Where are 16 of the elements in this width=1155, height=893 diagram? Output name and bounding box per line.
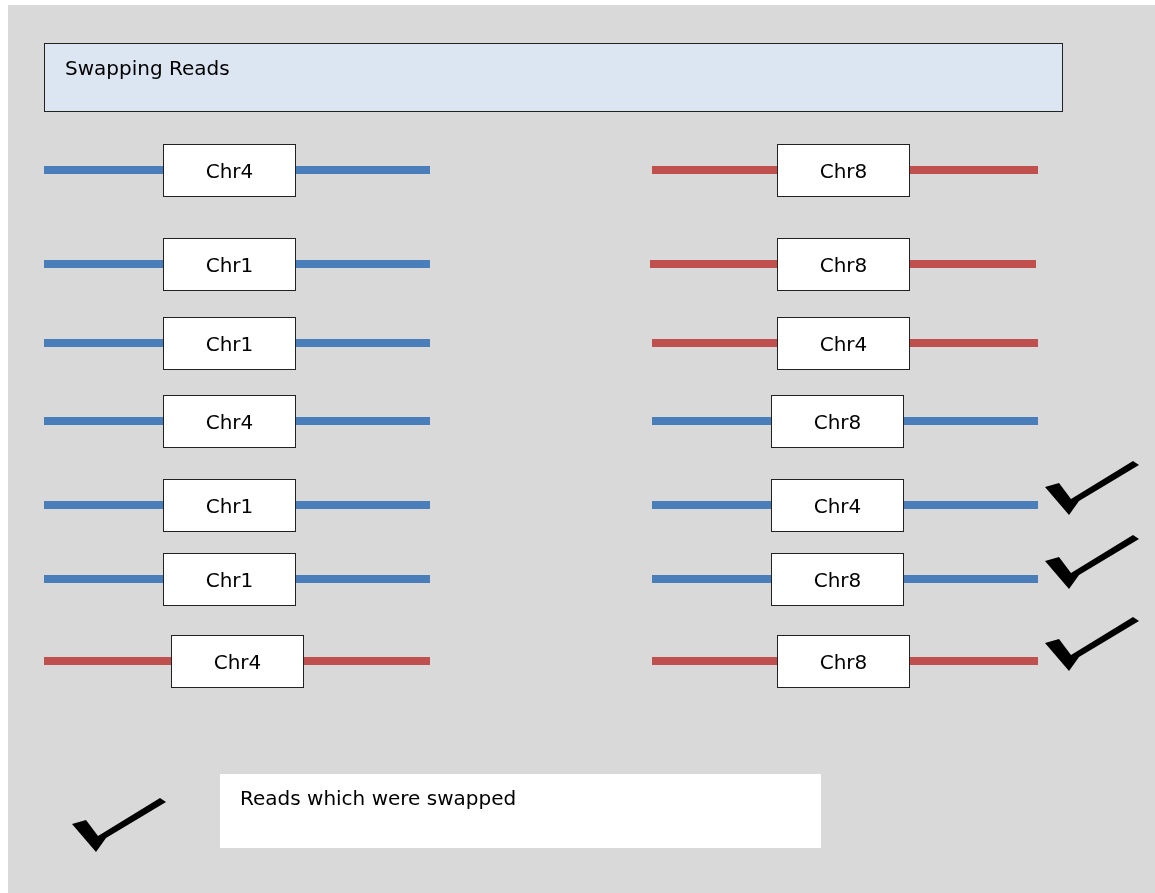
chromosome-box: Chr8 (777, 635, 910, 688)
chromosome-box: Chr4 (163, 144, 296, 197)
chromosome-box: Chr8 (771, 395, 904, 448)
chromosome-box: Chr8 (771, 553, 904, 606)
chromosome-box: Chr4 (163, 395, 296, 448)
chromosome-box: Chr1 (163, 238, 296, 291)
chromosome-box: Chr1 (163, 479, 296, 532)
chromosome-box: Chr8 (777, 238, 910, 291)
chromosome-box: Chr8 (777, 144, 910, 197)
chromosome-box: Chr4 (771, 479, 904, 532)
chromosome-box: Chr4 (777, 317, 910, 370)
legend-text: Reads which were swapped (220, 774, 821, 848)
chromosome-box: Chr4 (171, 635, 304, 688)
chromosome-box: Chr1 (163, 553, 296, 606)
title-text: Swapping Reads (44, 43, 1063, 112)
chromosome-box: Chr1 (163, 317, 296, 370)
